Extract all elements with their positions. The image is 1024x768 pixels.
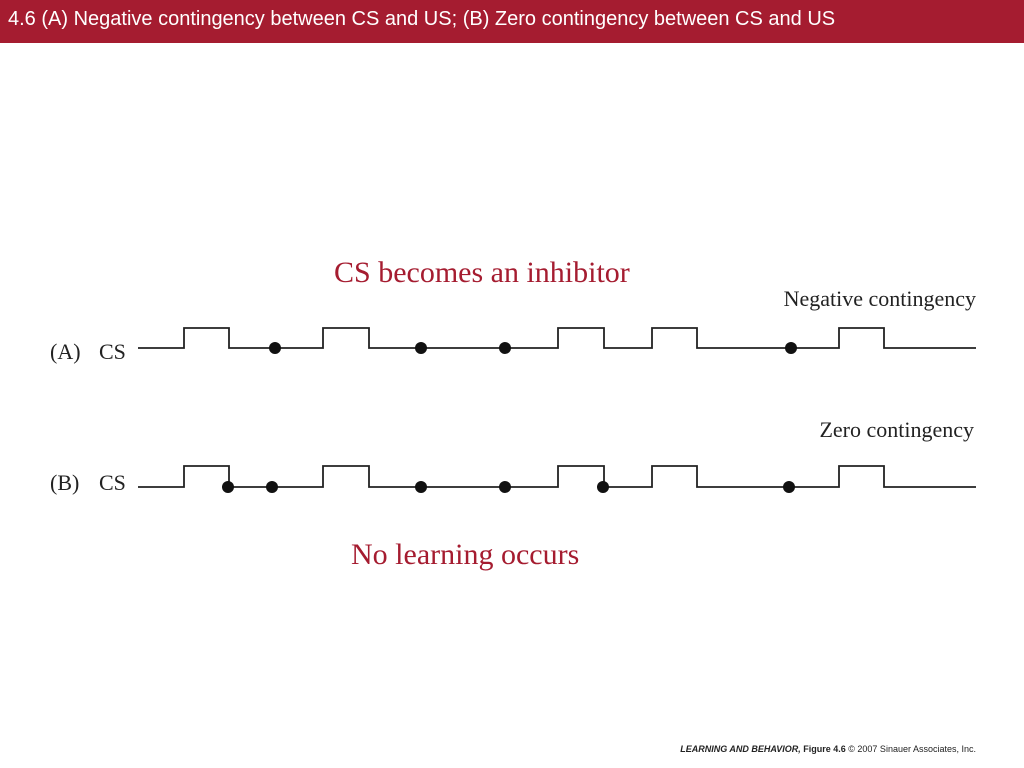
book-title: LEARNING AND BEHAVIOR, [680, 744, 801, 754]
panel-b: (B) CS Zero contingency [50, 417, 976, 495]
panel-a: (A) CS Negative contingency [50, 286, 976, 364]
panel-a-us-dot [499, 342, 511, 354]
panel-b-us-dot [222, 481, 234, 493]
figure-number: Figure 4.6 [803, 744, 846, 754]
panel-b-us-dot [499, 481, 511, 493]
panel-b-us-dot [266, 481, 278, 493]
copyright-text: © 2007 Sinauer Associates, Inc. [848, 744, 976, 754]
annotation-no-learning: No learning occurs [351, 538, 580, 571]
panel-a-caption: Negative contingency [784, 286, 976, 311]
panel-a-signal-label: CS [99, 339, 126, 364]
panel-a-us-dot [269, 342, 281, 354]
panel-b-us-dot [415, 481, 427, 493]
panel-a-cs-waveform [138, 327, 976, 349]
panel-a-us-dot [415, 342, 427, 354]
panel-b-cs-waveform [138, 465, 976, 488]
panel-b-letter: (B) [50, 470, 79, 495]
figure-credit: LEARNING AND BEHAVIOR, Figure 4.6 © 2007… [680, 744, 976, 754]
panel-b-us-dot [597, 481, 609, 493]
panel-b-caption: Zero contingency [819, 417, 974, 442]
panel-a-letter: (A) [50, 339, 81, 364]
panel-a-us-dot [785, 342, 797, 354]
panel-b-signal-label: CS [99, 470, 126, 495]
annotation-inhibitor: CS becomes an inhibitor [334, 256, 630, 289]
panel-b-us-dot [783, 481, 795, 493]
slide-title: 4.6 (A) Negative contingency between CS … [8, 8, 836, 30]
title-bar: 4.6 (A) Negative contingency between CS … [0, 0, 1024, 43]
